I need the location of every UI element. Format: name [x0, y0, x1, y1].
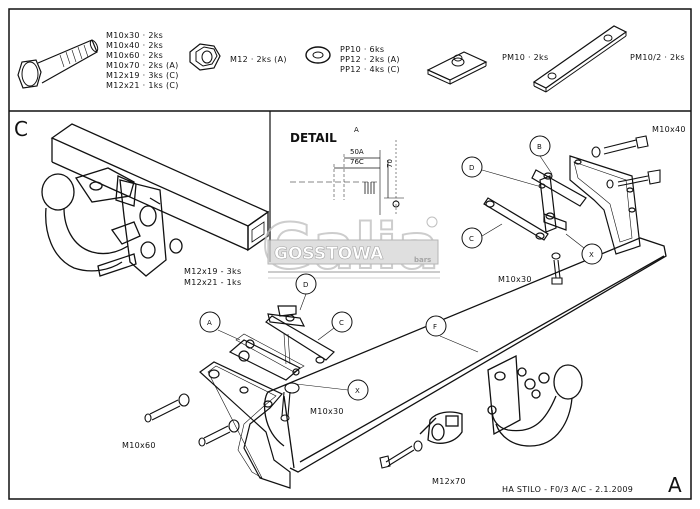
- callout-a: A: [207, 319, 212, 327]
- callout-b: B: [537, 143, 542, 151]
- bolt-spec-3: M10x60 · 2ks: [106, 51, 163, 60]
- galia-watermark: Galia GOSSTOWA bars: [261, 209, 440, 284]
- center-bolts: [144, 382, 423, 469]
- callout-markers: [199, 135, 603, 401]
- plate2-label: PM10/2 · 2ks: [630, 53, 685, 62]
- dim-70: 70: [386, 159, 394, 168]
- plate-pm10-part: [426, 51, 488, 85]
- m10x40-label: M10x40: [652, 125, 686, 134]
- m10x30-right-label: M10x30: [498, 275, 532, 284]
- callout-d-center: D: [303, 281, 308, 289]
- bolt-spec-4: M10x70 · 2ks (A): [106, 61, 179, 70]
- washer-part: [305, 46, 331, 64]
- m12x70-label: M12x70: [432, 477, 466, 486]
- callout-x-left: X: [355, 387, 360, 395]
- corner-c-label: C: [14, 117, 28, 141]
- right-side-bracket: [569, 155, 641, 255]
- washer-spec-1: PP10 · 6ks: [340, 45, 384, 54]
- outer-frame: [8, 8, 692, 500]
- plate1-label: PM10 · 2ks: [502, 53, 548, 62]
- watermark-sub: GOSSTOWA: [274, 244, 384, 264]
- corner-a-label: A: [668, 473, 682, 497]
- left-side-bracket: [199, 361, 291, 489]
- callout-c-right: C: [469, 235, 474, 243]
- main-crossbar: [263, 237, 667, 473]
- bolt-part: [17, 39, 99, 89]
- washer-spec-2: PP12 · 2ks (A): [340, 55, 400, 64]
- right-plates: [483, 169, 587, 241]
- dim-50a: 50A: [350, 148, 364, 156]
- left-plates: [228, 305, 335, 381]
- callout-leaders: [217, 155, 585, 391]
- m10x30-center-label: M10x30: [310, 407, 344, 416]
- callout-f: F: [433, 323, 437, 331]
- square-tube-assembly: [50, 123, 270, 252]
- washer-spec-3: PP12 · 4ks (C): [340, 65, 400, 74]
- right-bolts: [551, 135, 661, 285]
- callout-x-right: X: [589, 251, 594, 259]
- watermark-small: bars: [414, 256, 431, 264]
- m10x60-label: M10x60: [122, 441, 156, 450]
- nut-label: M12 · 2ks (A): [230, 55, 287, 64]
- bolt-spec-5: M12x19 · 3ks (C): [106, 71, 179, 80]
- detail-dimension-drawing: [290, 140, 404, 215]
- nut-part: [189, 43, 221, 71]
- dim-76c: 76C: [350, 158, 364, 166]
- callout-c-left: C: [339, 319, 344, 327]
- towball-main: [487, 354, 583, 447]
- m12x21-label: M12x21 - 1ks: [184, 278, 241, 287]
- towball-left: [41, 167, 183, 277]
- detail-title: DETAIL: [290, 131, 337, 145]
- m12x19-label: M12x19 - 3ks: [184, 267, 241, 276]
- bolt-spec-1: M10x30 · 2ks: [106, 31, 163, 40]
- electrical-socket: [419, 411, 463, 444]
- footer-text: HA STILO - F0/3 A/C - 2.1.2009: [502, 485, 633, 494]
- bolt-spec-6: M12x21 · 1ks (C): [106, 81, 179, 90]
- callout-d-right: D: [469, 164, 474, 172]
- detail-ref: A: [354, 126, 359, 134]
- bolt-spec-2: M10x40 · 2ks: [106, 41, 163, 50]
- plate-pm10-2-part: [532, 25, 628, 93]
